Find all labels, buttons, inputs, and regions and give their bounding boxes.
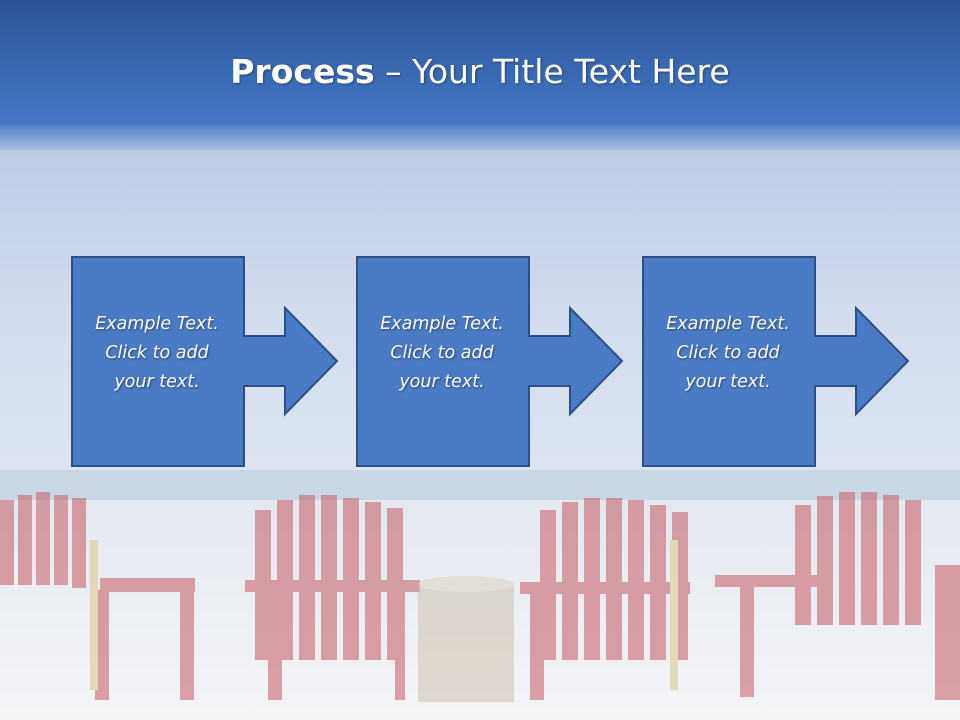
beach-chair-2 (245, 495, 420, 700)
step-3-line2: Click to add (676, 343, 780, 363)
process-step-2[interactable]: Example Text. Click to add your text. (356, 256, 696, 468)
step-3-line1: Example Text. (666, 314, 790, 334)
beach-chair-4 (715, 492, 960, 700)
step-3-arrow-shape (642, 256, 910, 467)
step-2-text[interactable]: Example Text. Click to add your text. (356, 310, 528, 397)
beach-chair-3 (520, 498, 690, 700)
tree-stump (418, 576, 514, 702)
step-1-line3: your text. (114, 372, 200, 392)
step-1-text[interactable]: Example Text. Click to add your text. (71, 310, 243, 397)
step-1-arrow-shape (71, 256, 339, 467)
step-2-line3: your text. (399, 372, 485, 392)
title-bar (0, 0, 960, 150)
step-2-line2: Click to add (390, 343, 494, 363)
step-1-line1: Example Text. (95, 314, 219, 334)
step-2-line1: Example Text. (380, 314, 504, 334)
step-3-line3: your text. (685, 372, 771, 392)
beach-chair-1 (0, 492, 195, 700)
slide-title-rest: – Your Title Text Here (374, 52, 730, 91)
process-step-1[interactable]: Example Text. Click to add your text. (71, 256, 411, 468)
step-2-arrow-shape (356, 256, 624, 467)
process-step-3[interactable]: Example Text. Click to add your text. (642, 256, 960, 468)
slide-title[interactable]: Process – Your Title Text Here (0, 52, 960, 91)
step-1-line2: Click to add (105, 343, 209, 363)
slide-title-bold: Process (230, 52, 375, 91)
step-3-text[interactable]: Example Text. Click to add your text. (642, 310, 814, 397)
